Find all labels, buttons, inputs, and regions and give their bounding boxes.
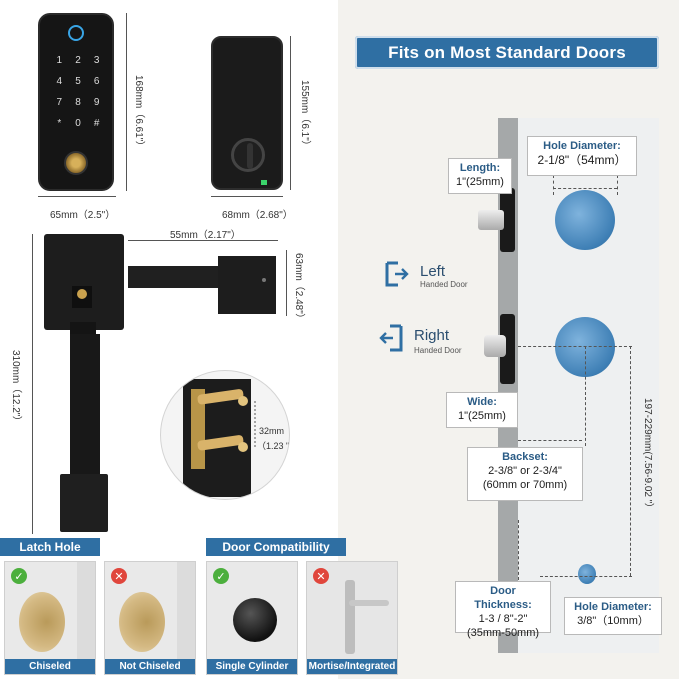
not-chiseled-hole [119, 592, 165, 652]
backset-title: Backset: [502, 451, 548, 463]
wide-label-box: Wide: 1"(25mm) [446, 392, 518, 428]
not-chiseled-panel: ✕ Not Chiseled [104, 561, 196, 675]
check-icon: ✓ [11, 568, 27, 584]
left-sub: Handed Door [420, 280, 468, 289]
door-thickness-title: Door Thickness: [474, 585, 532, 611]
compat-label-single-cylinder: Single Cylinder [207, 659, 297, 674]
key: 3 [93, 55, 100, 66]
hole-diameter-top-title: Hole Diameter: [543, 140, 621, 152]
thumb-turn-icon [231, 138, 265, 172]
right-label: Right [414, 327, 450, 344]
hole-spacing-label: 197-229mm(7.56-9.02 "） [642, 398, 653, 514]
latch-bolt-bottom [484, 335, 506, 357]
keypad-height-label: 168mm（6.61"） [133, 75, 144, 152]
chiseled-hole [19, 592, 65, 652]
handleset [42, 234, 128, 534]
latch-hole-label-not-chiseled: Not Chiseled [105, 659, 195, 674]
hole-diameter-top-value: 2-1/8"（54mm） [537, 153, 627, 167]
key: 0 [75, 118, 81, 129]
fingerprint-sensor-icon [68, 25, 84, 41]
key: 8 [75, 97, 81, 108]
wide-title: Wide: [467, 396, 497, 408]
key: 6 [93, 76, 100, 87]
cross-icon: ✕ [313, 568, 329, 584]
backset-line2: (60mm or 70mm) [482, 479, 568, 491]
status-led-icon [261, 180, 267, 185]
key: 1 [56, 55, 63, 66]
check-icon: ✓ [213, 568, 229, 584]
length-title: Length: [459, 162, 501, 174]
latch-plate-bottom [500, 314, 515, 384]
interior-lock [211, 36, 283, 190]
chiseled-panel: ✓ Chiseled [4, 561, 96, 675]
length-label-box: Length: 1"(25mm) [448, 158, 512, 194]
right-sub: Handed Door [414, 346, 462, 355]
lever-width-label: 55mm（2.17"） [170, 230, 241, 241]
door-compat-header: Door Compatibility [206, 538, 346, 556]
hole-diameter-bottom-title: Hole Diameter: [574, 601, 652, 613]
compat-label-mortise: Mortise/Integrated [307, 659, 397, 674]
key: 2 [75, 55, 81, 66]
latch-bolt-top [478, 210, 504, 230]
left-handed-icon [384, 260, 410, 288]
hole-diameter-top-box: Hole Diameter: 2-1/8"（54mm） [527, 136, 637, 176]
key: * [57, 118, 62, 129]
door-thickness-box: Door Thickness: 1-3 / 8"-2" (35mm-50mm) [455, 581, 551, 639]
hole-diameter-bottom-value: 3/8"（10mm） [577, 615, 649, 627]
door-knob-icon [233, 598, 277, 642]
interior-height-label: 155mm（6.1"） [299, 80, 310, 151]
fits-banner: Fits on Most Standard Doors [355, 36, 659, 69]
door-thickness-line1: 1-3 / 8"-2" [478, 613, 528, 625]
right-handed-icon [378, 323, 404, 353]
hole-diameter-bottom-box: Hole Diameter: 3/8"（10mm） [564, 597, 662, 635]
mortise-panel-content: ✕ Mortise/Integrated [306, 561, 398, 675]
cross-icon: ✕ [111, 568, 127, 584]
left-label: Left [420, 263, 446, 280]
backset-label-box: Backset: 2-3/8" or 2-3/4" (60mm or 70mm) [467, 447, 583, 501]
keypad-lock: 1 2 3 4 5 6 7 8 9 * 0 # [38, 13, 114, 191]
latch-plate-top [500, 188, 515, 252]
latch-detail: 32mm （1.23 "） [160, 370, 290, 500]
latch-hole-header: Latch Hole [0, 538, 100, 556]
key: 4 [56, 76, 63, 87]
key: # [93, 118, 100, 129]
handle-height-label: 310mm（12.2"） [10, 350, 21, 427]
backset-line1: 2-3/8" or 2-3/4" [488, 465, 562, 477]
key: 5 [75, 76, 81, 87]
length-value: 1"(25mm) [456, 176, 504, 188]
bore-hole-top [555, 190, 615, 250]
key: 7 [56, 97, 63, 108]
door-edge-strip [77, 562, 95, 674]
keypad-width-label: 65mm（2.5"） [50, 210, 116, 221]
small-hole [578, 564, 596, 584]
latch-hole-label-chiseled: Chiseled [5, 659, 95, 674]
key-cylinder-icon [64, 151, 88, 175]
pin-spacing-mm: 32mm [259, 426, 285, 436]
pin-spacing-in: （1.23 "） [257, 441, 290, 451]
interior-width-label: 68mm（2.68"） [222, 210, 293, 221]
mortise-plate [345, 580, 355, 654]
mortise-lever-icon [349, 600, 389, 606]
keypad-grid: 1 2 3 4 5 6 7 8 9 * 0 # [50, 55, 106, 139]
single-cylinder-panel: ✓ Single Cylinder [206, 561, 298, 675]
wide-value: 1"(25mm) [458, 410, 506, 422]
door-thickness-line2: (35mm-50mm) [466, 627, 540, 639]
lever-height-label: 63mm（2.48"） [293, 253, 304, 324]
key: 9 [93, 97, 100, 108]
door-edge-strip [177, 562, 195, 674]
lever-handle [128, 250, 278, 314]
